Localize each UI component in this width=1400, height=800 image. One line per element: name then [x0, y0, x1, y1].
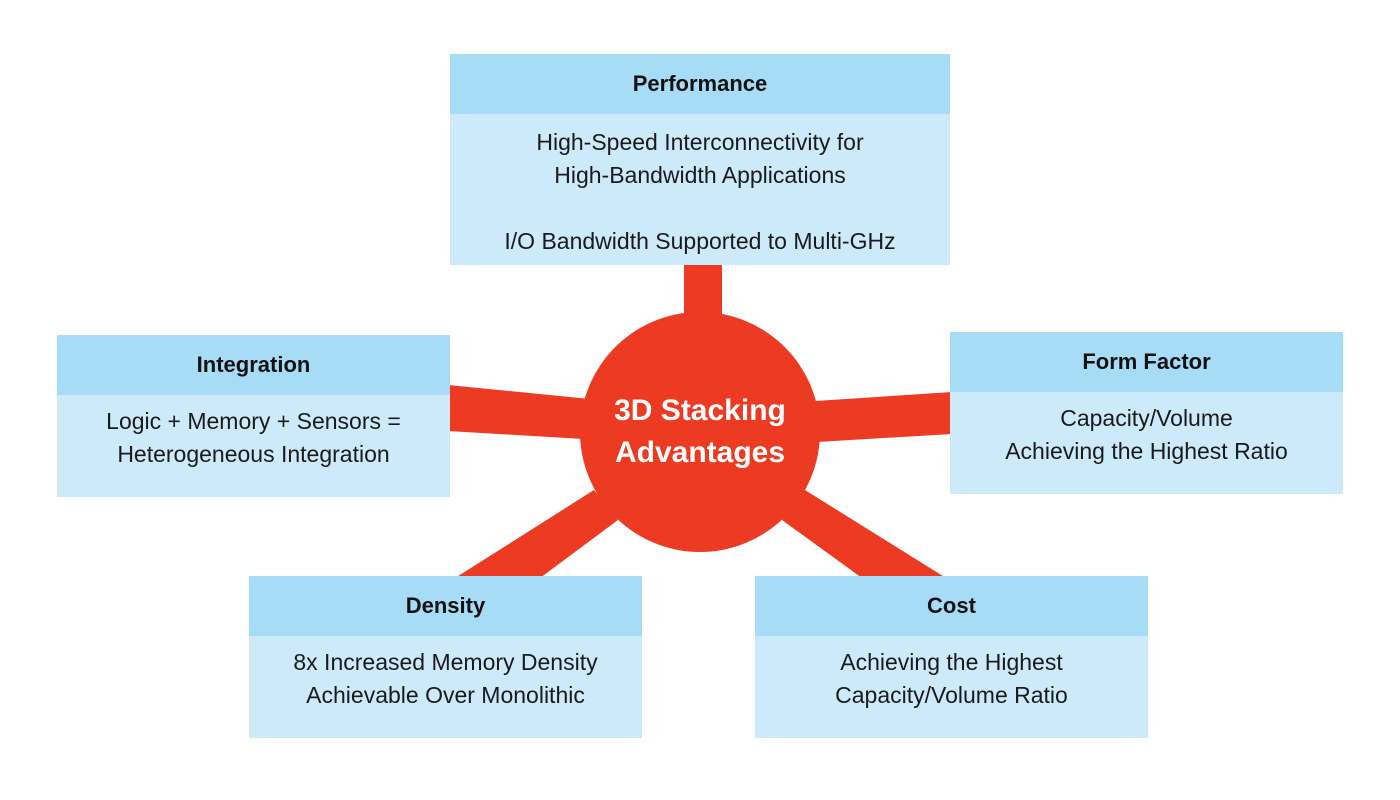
integration-box: Integration Logic + Memory + Sensors = H…: [57, 335, 450, 497]
cost-body: Achieving the Highest Capacity/Volume Ra…: [835, 649, 1068, 708]
performance-box: Performance High-Speed Interconnectivity…: [450, 54, 950, 265]
form-factor-box: Form Factor Capacity/Volume Achieving th…: [950, 332, 1343, 494]
connector-form-factor: [800, 392, 952, 443]
density-box: Density 8x Increased Memory Density Achi…: [249, 576, 642, 738]
connector-density: [455, 490, 618, 578]
connector-integration: [448, 385, 600, 440]
cost-title: Cost: [755, 576, 1148, 636]
hub-circle: 3D Stacking Advantages: [580, 312, 820, 552]
hub-title: 3D Stacking Advantages: [614, 394, 786, 469]
connector-cost: [782, 490, 946, 578]
integration-body: Logic + Memory + Sensors = Heterogeneous…: [106, 408, 401, 467]
form-factor-title: Form Factor: [950, 332, 1343, 392]
cost-box: Cost Achieving the Highest Capacity/Volu…: [755, 576, 1148, 738]
density-title: Density: [249, 576, 642, 636]
performance-body: High-Speed Interconnectivity for High-Ba…: [504, 129, 896, 254]
performance-title: Performance: [450, 54, 950, 114]
density-body: 8x Increased Memory Density Achievable O…: [293, 649, 598, 708]
integration-title: Integration: [57, 335, 450, 395]
form-factor-body: Capacity/Volume Achieving the Highest Ra…: [1005, 405, 1288, 464]
